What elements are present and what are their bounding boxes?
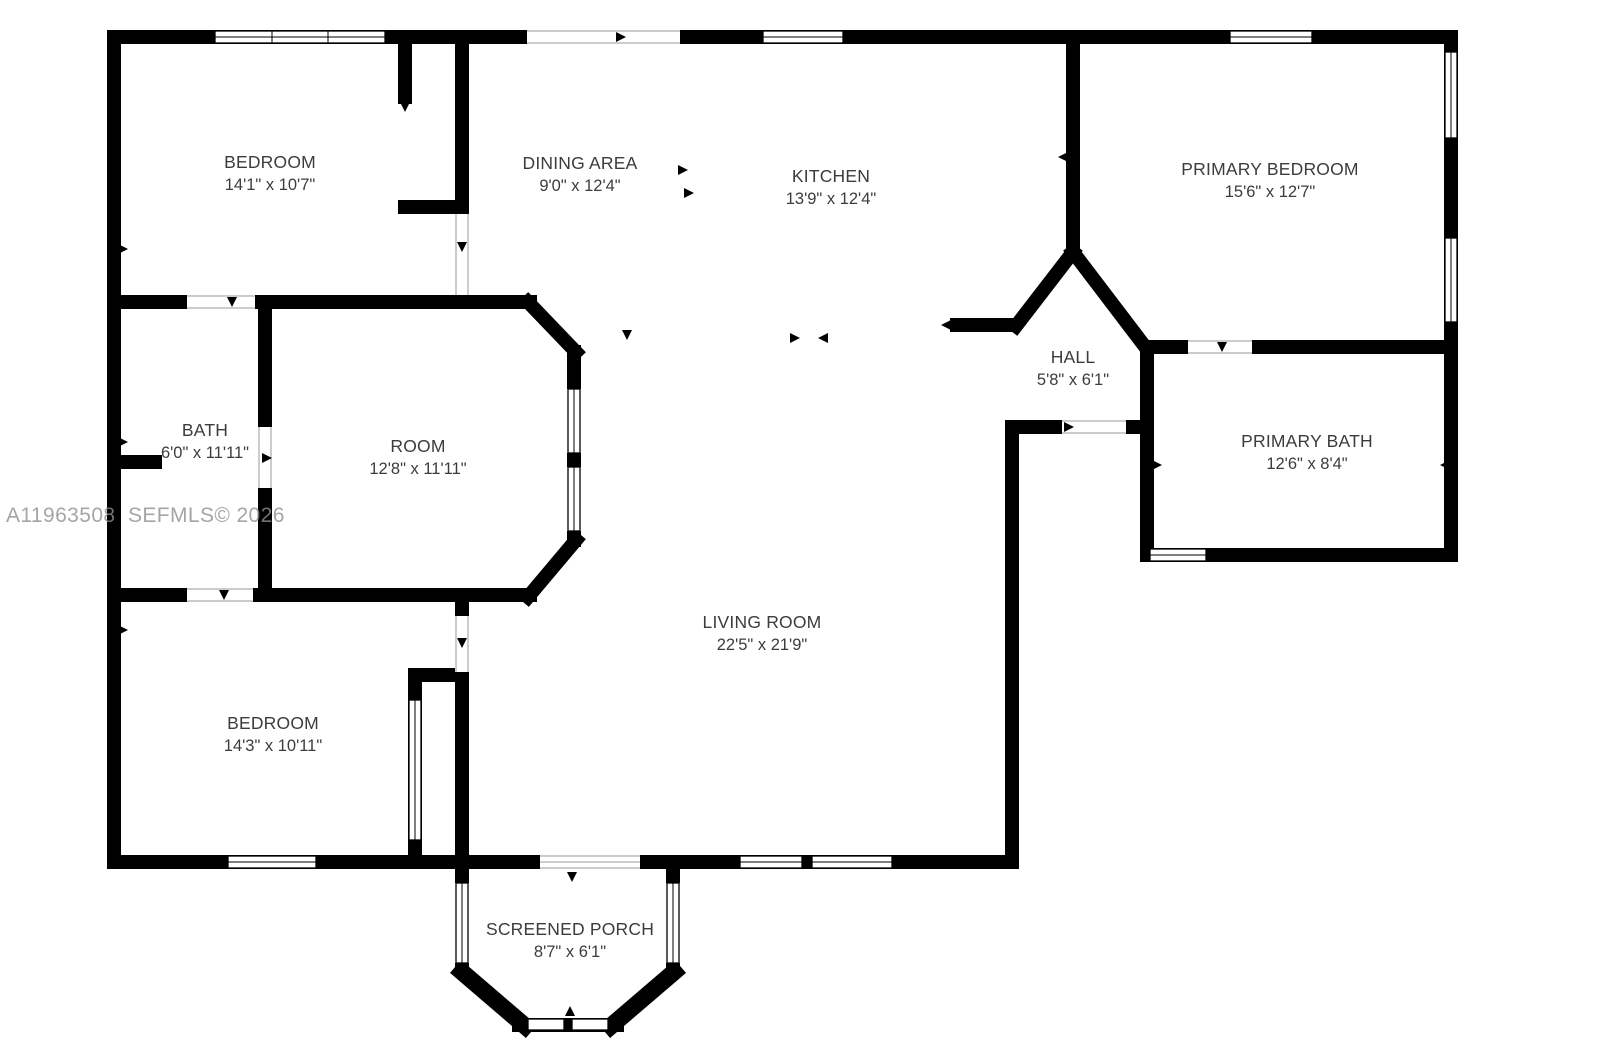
room-label-kitchen: KITCHEN 13'9" x 12'4" <box>786 166 877 209</box>
room-name: HALL <box>1050 347 1096 367</box>
room-dims: 13'9" x 12'4" <box>785 190 877 208</box>
room-label-primary-bath: PRIMARY BATH 12'6" x 8'4" <box>1241 431 1373 474</box>
room-name: DINING AREA <box>522 153 638 173</box>
room-label-bedroom-top-left: BEDROOM 14'1" x 10'7" <box>224 152 316 195</box>
room-label-room: ROOM 12'8" x 11'11" <box>369 436 466 479</box>
windows <box>214 30 1458 1031</box>
room-label-living-room: LIVING ROOM 22'5" x 21'9" <box>703 612 822 655</box>
room-dims: 22'5" x 21'9" <box>716 636 808 654</box>
room-label-bedroom-bottom-left: BEDROOM 14'3" x 10'11" <box>224 713 322 756</box>
mls-watermark: A11963508 SEFMLS© 2026 <box>6 504 285 527</box>
room-label-bath: BATH 6'0" x 11'11" <box>161 420 249 463</box>
room-name: PRIMARY BEDROOM <box>1181 159 1359 179</box>
room-name: SCREENED PORCH <box>485 919 655 939</box>
room-label-primary-bedroom: PRIMARY BEDROOM 15'6" x 12'7" <box>1181 159 1358 202</box>
room-name: ROOM <box>390 436 446 456</box>
room-dims: 6'0" x 11'11" <box>160 444 250 462</box>
room-label-dining-area: DINING AREA 9'0" x 12'4" <box>522 153 637 196</box>
room-dims: 9'0" x 12'4" <box>539 177 621 195</box>
room-name: PRIMARY BATH <box>1241 431 1373 451</box>
room-label-screened-porch: SCREENED PORCH 8'7" x 6'1" <box>486 919 654 962</box>
room-name: LIVING ROOM <box>702 612 822 632</box>
room-dims: 14'1" x 10'7" <box>224 176 316 194</box>
room-dims: 14'3" x 10'11" <box>223 737 323 755</box>
door-openings <box>187 30 1252 869</box>
room-dims: 5'8" x 6'1" <box>1036 371 1110 389</box>
room-dims: 15'6" x 12'7" <box>1224 183 1316 201</box>
room-name: BEDROOM <box>224 152 316 172</box>
room-label-hall: HALL 5'8" x 6'1" <box>1037 347 1109 390</box>
room-dims: 12'6" x 8'4" <box>1266 455 1348 473</box>
room-dims: 12'8" x 11'11" <box>369 460 467 478</box>
door-markers <box>118 32 1450 1016</box>
room-name: BATH <box>181 420 229 440</box>
room-name: BEDROOM <box>227 713 319 733</box>
room-name: KITCHEN <box>791 166 871 186</box>
room-dims: 8'7" x 6'1" <box>533 943 607 961</box>
